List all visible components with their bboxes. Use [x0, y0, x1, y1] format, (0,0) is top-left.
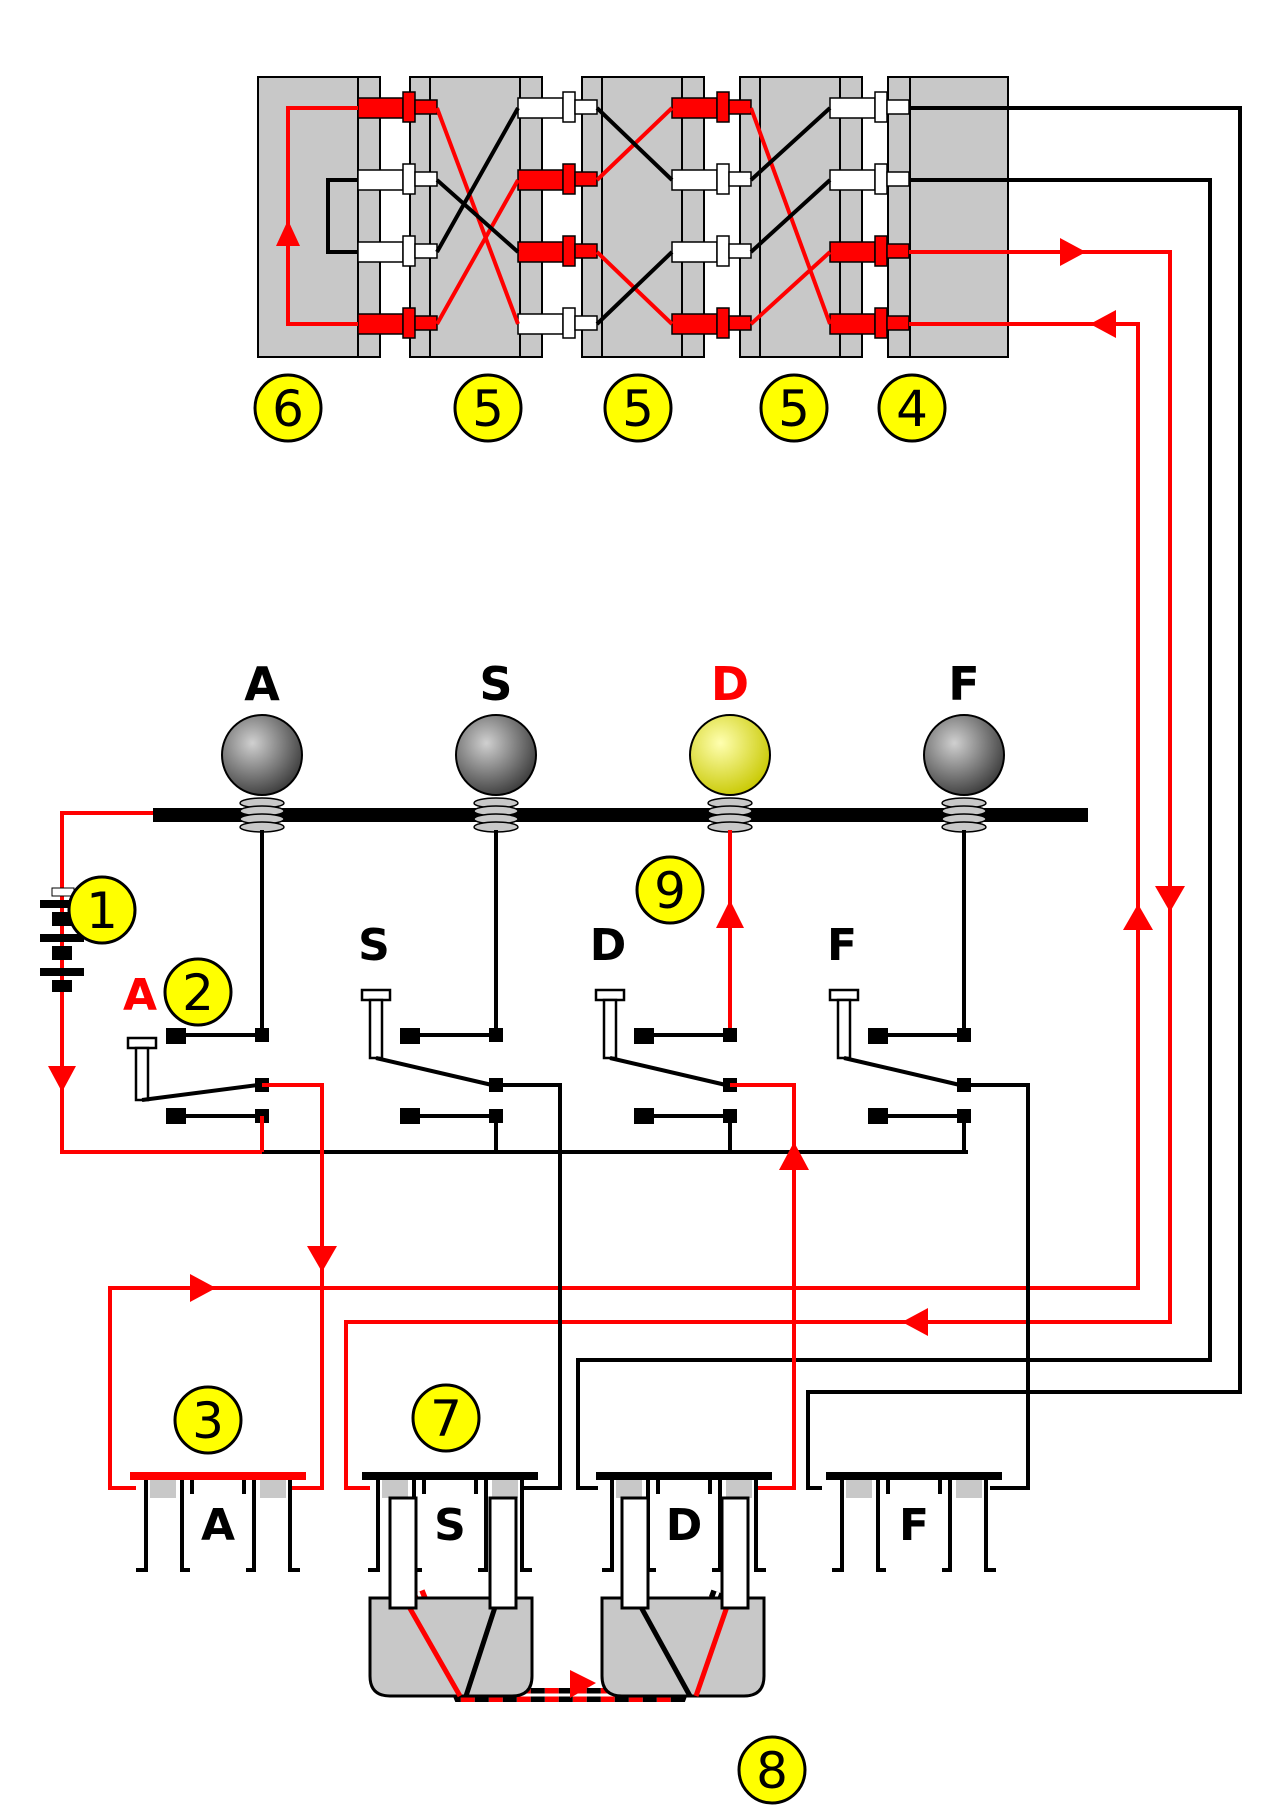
switch-lever — [375, 1056, 493, 1087]
key-cap[interactable] — [360, 988, 392, 1002]
key-switch-a[interactable]: A — [123, 970, 269, 1152]
reflector-arrow-up — [276, 220, 300, 246]
lamp-arrow-up — [716, 900, 744, 928]
key-label: S — [358, 920, 390, 971]
callout-number: 8 — [756, 1742, 788, 1800]
lamp-label: F — [948, 657, 979, 711]
plugboard-socket-label: D — [666, 1500, 703, 1551]
plugboard-socket-f[interactable]: F — [826, 1472, 1002, 1572]
callout-3: 3 — [173, 1385, 243, 1455]
callout-8: 8 — [737, 1735, 807, 1805]
entry-wheel-arrows — [190, 238, 1185, 1336]
callout-number: 5 — [778, 380, 810, 438]
callout-number: 7 — [430, 1390, 462, 1448]
callout-1: 1 — [67, 875, 137, 945]
switch-lever — [141, 1083, 259, 1102]
callout-7: 7 — [411, 1383, 481, 1453]
plugboard-socket-s[interactable]: S — [362, 1472, 538, 1572]
callout-number: 9 — [654, 862, 686, 920]
contact-lower — [634, 1108, 654, 1124]
plugboard-socket-a[interactable]: A — [130, 1472, 306, 1572]
key-arrow-down — [307, 1246, 337, 1272]
key-plugboard-wiring — [262, 1083, 1030, 1490]
entry-wheel — [887, 76, 1009, 358]
contact-upper — [166, 1028, 186, 1044]
entry-wheel-wiring — [108, 106, 1242, 1490]
plug-prongs — [388, 1496, 750, 1610]
callout-5: 5 — [603, 373, 673, 443]
callout-5: 5 — [759, 373, 829, 443]
key-cap[interactable] — [594, 988, 626, 1002]
key-stem — [836, 998, 852, 1060]
rotor-assembly — [257, 76, 1009, 358]
key-switch-d[interactable]: D — [590, 920, 737, 1152]
lamp-f: F — [923, 657, 1005, 833]
callout-9: 9 — [635, 855, 705, 925]
lamp-bulb — [923, 714, 1005, 796]
callout-4: 4 — [877, 373, 947, 443]
reflector — [257, 76, 381, 358]
rotor-internal-wiring — [286, 106, 832, 326]
plugboard-socket-d[interactable]: D — [596, 1472, 772, 1572]
callout-number: 5 — [622, 380, 654, 438]
key-cap[interactable] — [828, 988, 860, 1002]
callout-number: 4 — [896, 380, 928, 438]
key-label: F — [827, 920, 857, 971]
lamp-bulb — [221, 714, 303, 796]
lamp-label: S — [479, 657, 512, 711]
key-label: A — [123, 970, 157, 1021]
switch-lever — [843, 1056, 961, 1087]
key-stem — [602, 998, 618, 1060]
key-cap[interactable] — [126, 1036, 158, 1050]
callout-number: 5 — [472, 380, 504, 438]
key-switch-f[interactable]: F — [827, 920, 971, 1152]
plugboard-socket-label: S — [434, 1500, 466, 1551]
lamp-d: D — [689, 657, 771, 833]
key-arrow-up — [779, 1142, 809, 1170]
lamp-bulb — [455, 714, 537, 796]
contact-upper — [634, 1028, 654, 1044]
contact-lower — [400, 1108, 420, 1124]
callout-2: 2 — [163, 957, 233, 1027]
rotor-right — [739, 76, 863, 358]
contact-lower — [868, 1108, 888, 1124]
callout-markers: 1 2 3 4 5 5 5 6 7 8 9 — [67, 373, 947, 1805]
lamp-bulb-lit — [689, 714, 771, 796]
callout-number: 1 — [86, 882, 118, 940]
rotor-contact-pins — [357, 91, 910, 339]
key-label: D — [590, 920, 627, 971]
plugboard-socket-label: F — [899, 1500, 929, 1551]
plug-housings — [368, 1596, 766, 1698]
plugboard-socket-label: A — [201, 1500, 235, 1551]
callout-number: 2 — [182, 964, 214, 1022]
lamp-s: S — [455, 657, 537, 833]
rotor-middle — [581, 76, 705, 358]
lamp-label: D — [711, 657, 749, 711]
callout-number: 3 — [192, 1392, 224, 1450]
callout-6: 6 — [253, 373, 323, 443]
key-stem — [368, 998, 384, 1060]
callout-5: 5 — [453, 373, 523, 443]
key-switch-s[interactable]: S — [358, 920, 503, 1152]
contact-upper — [868, 1028, 888, 1044]
contact-upper — [400, 1028, 420, 1044]
rotor-left — [409, 76, 543, 358]
lamp-label: A — [244, 657, 280, 711]
key-stem — [134, 1046, 150, 1102]
contact-lower — [166, 1108, 186, 1124]
lamp-a: A — [221, 657, 303, 833]
callout-number: 6 — [272, 380, 304, 438]
switch-lever — [609, 1056, 727, 1087]
